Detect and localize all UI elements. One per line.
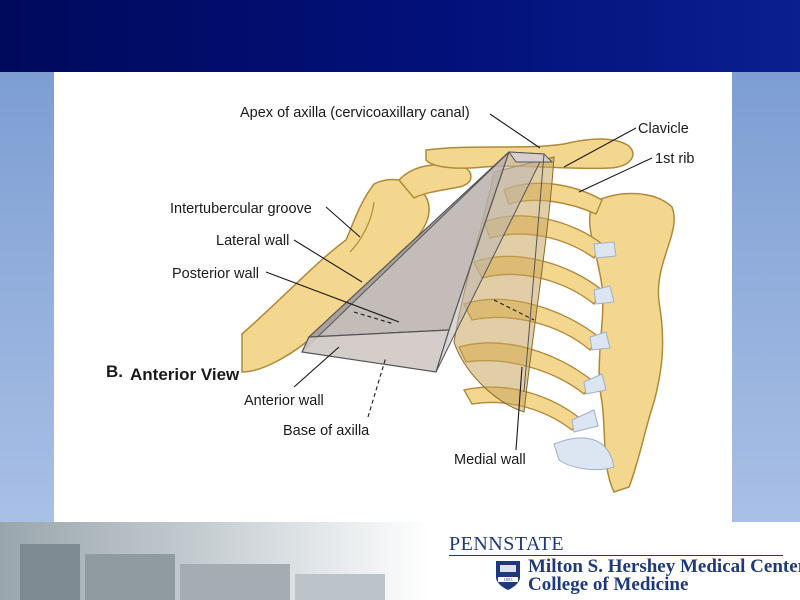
- leader-medial-wall-hidden: [493, 299, 535, 321]
- campus-photo: [0, 522, 430, 600]
- slide-left-band: [0, 72, 54, 522]
- leader-medial-wall: [515, 366, 523, 451]
- label-medial-wall: Medial wall: [454, 452, 526, 468]
- leader-clavicle: [563, 127, 637, 168]
- leader-anterior-wall: [293, 346, 340, 388]
- axilla-pyramid: [301, 151, 554, 393]
- costal-cartilages: [553, 241, 617, 471]
- label-first-rib: 1st rib: [655, 151, 695, 167]
- leader-apex: [489, 113, 541, 149]
- label-intertubercular-groove: Intertubercular groove: [170, 201, 312, 217]
- institution-name-line1: Milton S. Hershey Medical Center: [528, 556, 800, 577]
- label-view-letter: B.: [106, 362, 123, 381]
- leader-lateral-wall: [293, 239, 363, 283]
- institution-name-line2: College of Medicine: [528, 574, 689, 595]
- intertubercular-groove-mark: [349, 201, 375, 253]
- pennstate-wordmark: PENNSTATE: [449, 533, 565, 555]
- slide-right-band: [732, 72, 800, 522]
- leader-intertubercular: [325, 206, 361, 238]
- label-apex: Apex of axilla (cervicoaxillary canal): [240, 105, 470, 121]
- coracoid-process: [397, 163, 472, 199]
- label-lateral-wall: Lateral wall: [216, 233, 289, 249]
- leader-lines: [265, 113, 653, 451]
- slide-footer: [0, 522, 800, 600]
- apex-rectangle: [507, 151, 554, 163]
- axilla-diagram: Apex of axilla (cervicoaxillary canal) C…: [106, 105, 695, 493]
- base-of-axilla-face: [301, 329, 450, 373]
- leader-base: [367, 356, 387, 418]
- label-posterior-wall: Posterior wall: [172, 266, 259, 282]
- shield-year: 1855: [504, 577, 514, 582]
- brand-rule: [449, 555, 783, 556]
- leader-posterior-wall: [265, 271, 400, 323]
- label-view-title: Anterior View: [130, 365, 240, 384]
- label-clavicle: Clavicle: [638, 121, 689, 137]
- label-anterior-wall: Anterior wall: [244, 393, 324, 409]
- pennstate-shield-icon: 1855: [496, 561, 520, 590]
- slide-header-bar: [0, 0, 800, 72]
- label-base-of-axilla: Base of axilla: [283, 423, 370, 439]
- leader-first-rib: [578, 157, 653, 193]
